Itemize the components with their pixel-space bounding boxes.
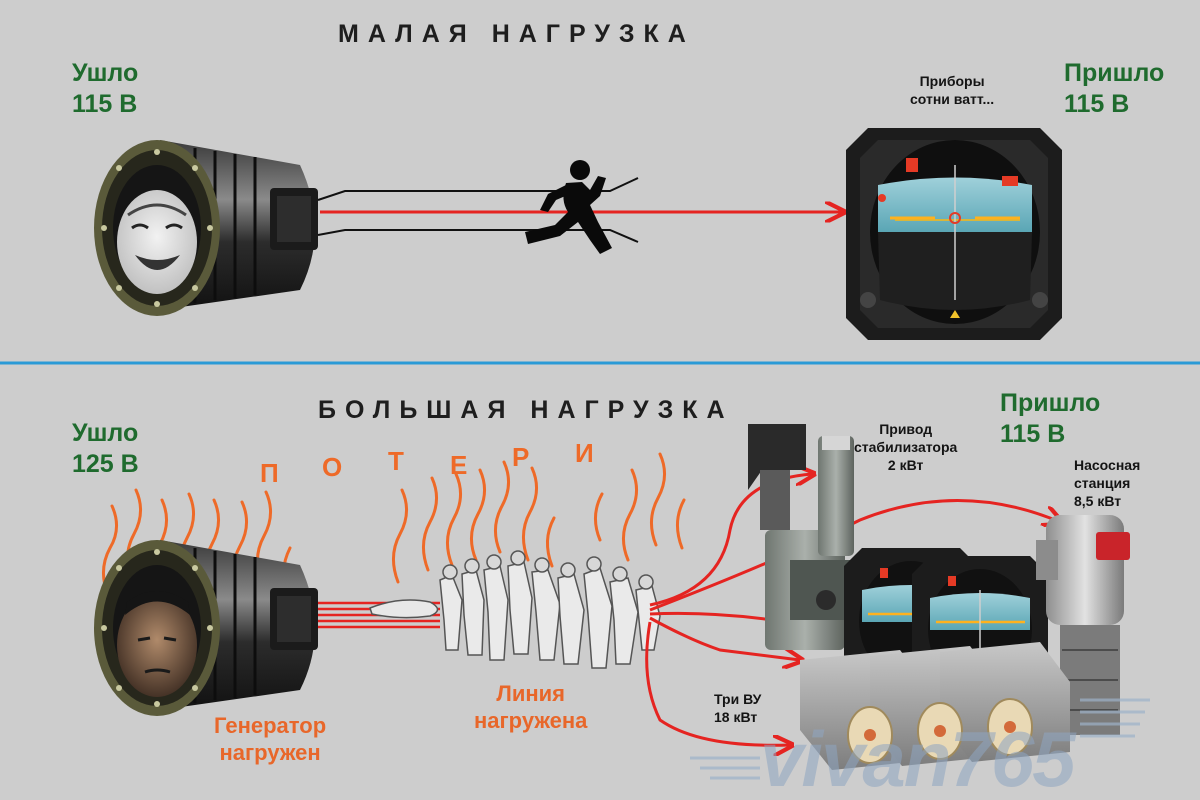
instruments-line2: сотни ватт... [910,90,994,108]
generator-line1: Генератор [214,712,326,739]
generator-bottom [94,540,318,716]
received-voltage-bottom: Пришло 115 В [1000,388,1100,450]
losses-letter-1: П [260,458,279,489]
generator-caption: Генератор нагружен [214,712,326,766]
stabilizer-line1: Привод [854,420,957,438]
losses-letter-4: Е [450,450,467,481]
rectifiers-line2: 18 кВт [714,708,761,726]
losses-letter-5: Р [512,442,529,473]
sent-label-bottom: Ушло [72,418,139,449]
sent-value-bottom: 125 В [72,449,139,480]
stabilizer-caption: Привод стабилизатора 2 кВт [854,420,957,474]
line-line2: нагружена [474,707,587,734]
instruments-caption: Приборы сотни ватт... [910,72,994,108]
sent-voltage-top: Ушло 115 В [72,58,138,120]
received-value-bottom: 115 В [1000,419,1100,450]
stabilizer-line2: стабилизатора [854,438,957,456]
received-value-top: 115 В [1064,89,1164,120]
heading-small-load: МАЛАЯ НАГРУЗКА [338,20,695,49]
generator-line2: нагружен [214,739,326,766]
line-caption: Линия нагружена [474,680,587,734]
losses-letter-3: Т [388,446,404,477]
sent-value-top: 115 В [72,89,138,120]
sent-voltage-bottom: Ушло 125 В [72,418,139,480]
instruments-line1: Приборы [910,72,994,90]
received-voltage-top: Пришло 115 В [1064,58,1164,120]
rectifiers-caption: Три ВУ 18 кВт [714,690,761,726]
sent-label-top: Ушло [72,58,138,89]
stabilizer-line3: 2 кВт [854,456,957,474]
pump-line2: станция [1074,474,1140,492]
attitude-indicator-top [846,128,1062,340]
losses-letter-2: О [322,452,342,483]
received-label-bottom: Пришло [1000,388,1100,419]
generator-top [94,140,318,316]
watermark-text: vivan765 [760,714,1074,800]
pump-line1: Насосная [1074,456,1140,474]
losses-letter-6: И [575,438,594,469]
pump-caption: Насосная станция 8,5 кВт [1074,456,1140,510]
pump-line3: 8,5 кВт [1074,492,1140,510]
crowd-sketch-icon [370,551,660,668]
runner-icon [525,160,612,254]
rectifiers-line1: Три ВУ [714,690,761,708]
received-label-top: Пришло [1064,58,1164,89]
heading-big-load: БОЛЬШАЯ НАГРУЗКА [318,396,734,425]
line-line1: Линия [474,680,587,707]
